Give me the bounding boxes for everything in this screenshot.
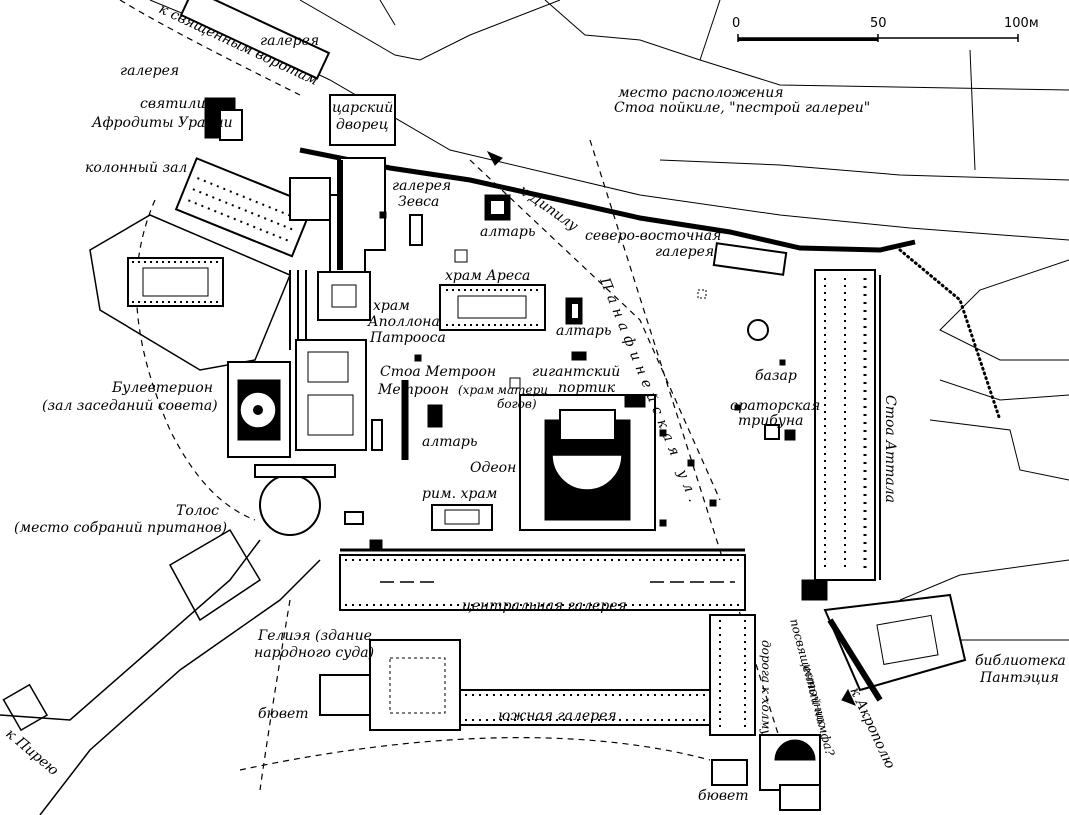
label-sanctuary-2: Афродиты Урании	[91, 115, 233, 131]
label-apollo-3: Патрооса	[369, 330, 446, 346]
road-piraeus	[0, 528, 321, 815]
label-metroon-note-1: (храм	[458, 383, 494, 397]
label-giant-2: портик	[558, 380, 616, 396]
nw-buildings	[89, 0, 396, 371]
scale-tick-50: 50	[870, 16, 887, 31]
label-ne-gallery-2: галерея	[655, 244, 714, 260]
label-poikile-1: место расположения	[618, 85, 784, 101]
scale-tick-0: 0	[732, 16, 740, 31]
label-library-1: библиотека	[975, 653, 1066, 669]
scale-bar: 0 50 100м	[732, 16, 1039, 42]
middle-stoa	[339, 539, 746, 611]
label-heliaia-1: Гелиэя (здание	[257, 628, 372, 644]
modern-streets	[149, 0, 1069, 641]
label-gallery-left: галерея	[120, 63, 179, 79]
label-zeus-1: галерея	[392, 178, 451, 194]
label-road-sacred: дорога к холму	[759, 640, 773, 736]
label-fountain-bottom: бювет	[698, 788, 749, 804]
label-altar-top: алтарь	[480, 224, 535, 240]
agora-north-edge	[299, 147, 916, 253]
label-zeus-2: Зевса	[398, 194, 439, 210]
label-royal-1: царский	[332, 100, 393, 116]
label-library-2: Пантэция	[979, 670, 1059, 686]
label-altar-low: алтарь	[422, 434, 477, 450]
south-buildings	[319, 614, 821, 811]
label-odeon: Одеон	[470, 460, 516, 476]
label-heliaia-2: народного суда)	[254, 645, 374, 661]
label-apollo-1: храм	[373, 298, 410, 314]
label-to-piraeus: к Пирею	[2, 726, 61, 779]
label-metroon-note-3: богов)	[497, 397, 537, 411]
label-bazaar: базар	[755, 368, 797, 384]
scattered-markers	[379, 211, 786, 527]
label-tholos-1: Толос	[176, 503, 219, 519]
label-royal-2: дворец	[336, 117, 388, 133]
label-nymph-2: источник	[800, 662, 830, 728]
label-stoa-attalus: Стоа Аттала	[882, 395, 898, 503]
label-ne-gallery-1: северо-восточная	[585, 228, 721, 244]
label-to-acropolis: к Акрополю	[846, 685, 898, 771]
east-buildings	[697, 242, 967, 702]
label-apollo-2: Аполлона	[367, 314, 440, 330]
label-fountain-left: бювет	[258, 706, 309, 722]
label-tholos-2: (место собраний пританов)	[14, 520, 227, 536]
label-colonnade-hall: колонный зал	[85, 160, 187, 176]
label-ares-temple: храм Ареса	[445, 268, 530, 284]
label-sanctuary-1: святилище	[140, 96, 228, 112]
direction-arrows	[486, 150, 856, 706]
central-buildings	[344, 194, 656, 531]
label-bouleuterion-2: (зал заседаний совета)	[42, 398, 218, 414]
label-central-gallery: центральная галерея	[462, 598, 627, 614]
label-orator-2: трибуна	[738, 413, 804, 429]
label-orator-1: ораторская	[730, 398, 820, 414]
label-altar-mid: алтарь	[556, 323, 611, 339]
map-labels: к священным воротам галерея галерея свят…	[2, 1, 1065, 804]
scale-tick-100: 100м	[1004, 16, 1039, 31]
label-metroon: Метроон	[377, 382, 449, 398]
label-stoa-metroon: Стоа Метроон	[380, 364, 496, 380]
label-giant-1: гигантский	[532, 364, 620, 380]
label-south-gallery: южная галерея	[498, 708, 617, 724]
label-poikile-2: Стоа пойкиле, "пестрой галереи"	[614, 100, 870, 116]
west-buildings	[227, 157, 423, 536]
label-gallery-top: галерея	[260, 33, 319, 49]
label-bouleuterion-1: Булевтерион	[111, 380, 213, 396]
label-roman-temple: рим. храм	[422, 486, 497, 502]
label-metroon-note-2: матери	[497, 383, 548, 397]
